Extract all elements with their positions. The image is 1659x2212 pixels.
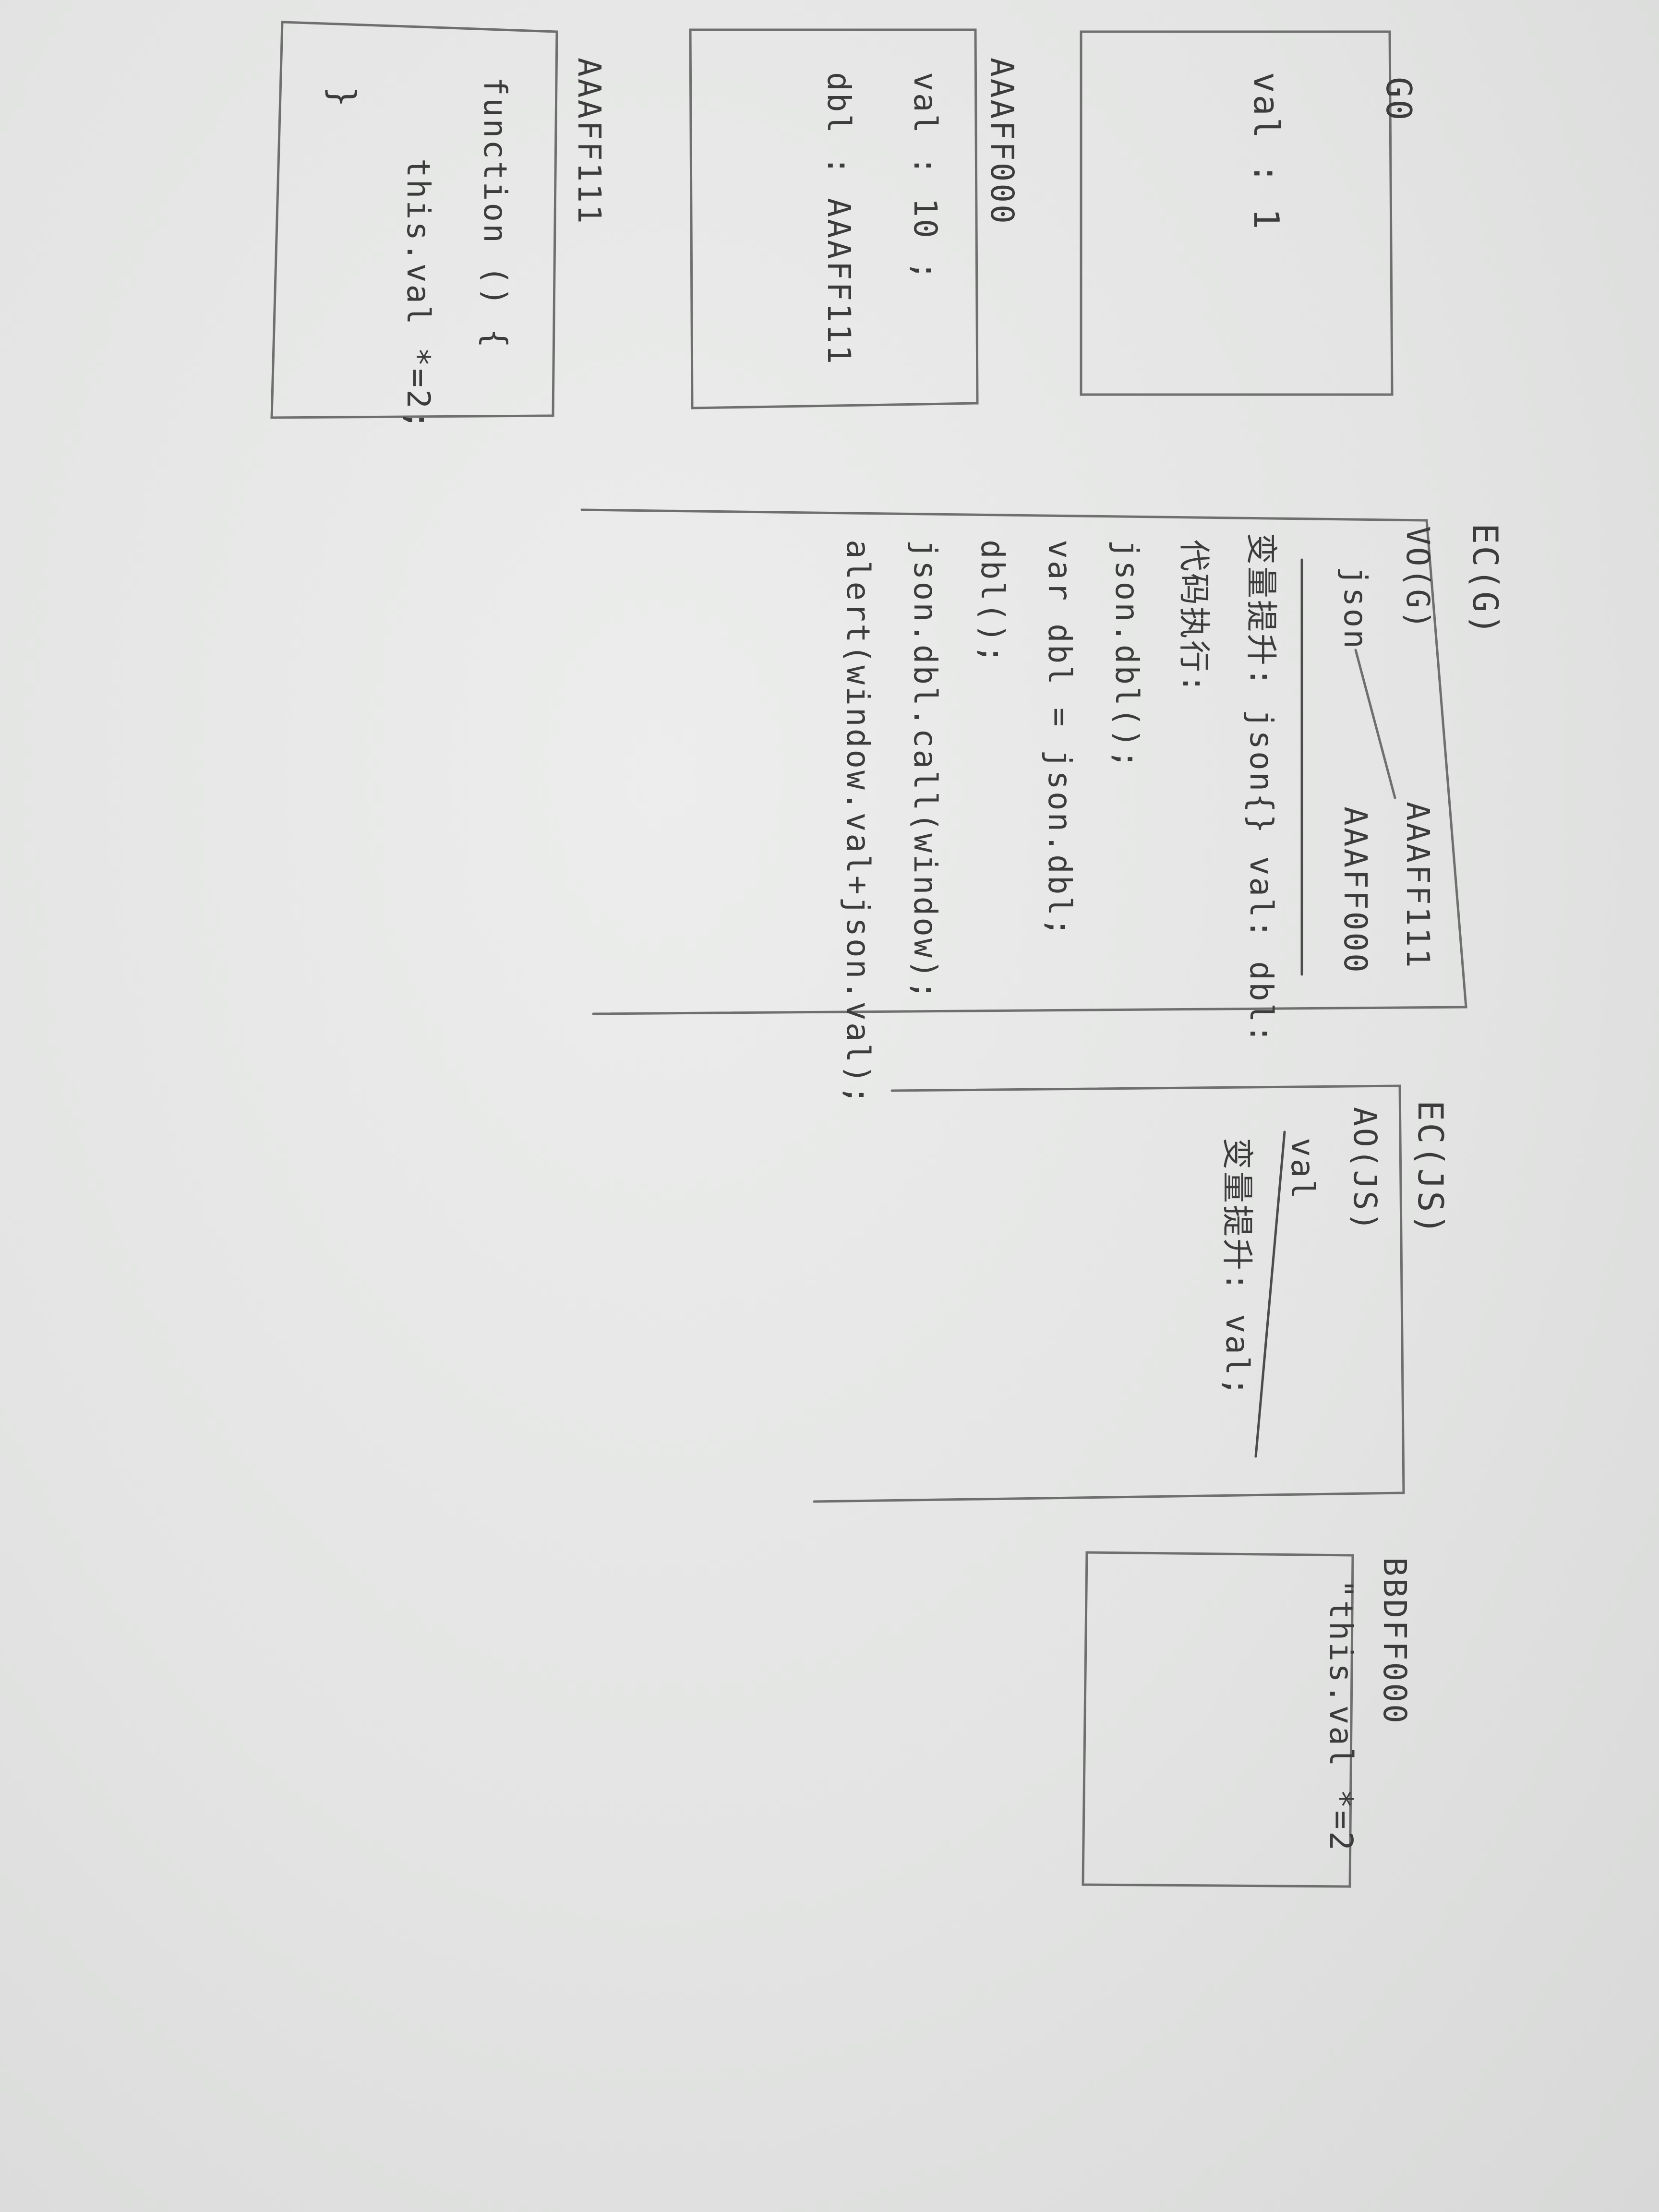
ec-global-code-line-4: var dbl = json.dbl; xyxy=(1041,540,1078,938)
ec-global-frame xyxy=(580,508,1467,1015)
ec-global-code-line-6: json.dbl.call(window); xyxy=(907,540,944,1002)
ec-global-code-line-7: alert(window.val+json.val); xyxy=(840,540,877,1106)
ec-global-code-line-2: 代码执行: xyxy=(1176,540,1213,695)
g0-box xyxy=(1080,30,1394,396)
ec-js-frame xyxy=(813,1084,1405,1503)
g0-content: val : 1 xyxy=(1246,72,1286,231)
g0-label: G0 xyxy=(1379,77,1419,122)
obj-aaaff000-dbl: dbl : AAAFF111 xyxy=(820,72,857,366)
func-bbdff000-label: BBDFF000 xyxy=(1376,1557,1413,1725)
func-aaaff111-line2: this.val *=2; xyxy=(400,158,437,432)
ec-global-title: EC(G) xyxy=(1465,523,1505,637)
func-bbdff000-box xyxy=(1082,1551,1354,1888)
ec-global-var-json: json xyxy=(1337,566,1374,650)
ec-js-var-val: val xyxy=(1284,1138,1321,1201)
obj-aaaff000-val: val : 10 ; xyxy=(907,72,944,282)
func-aaaff111-box xyxy=(270,21,558,419)
ec-global-code-line-5: dbl(); xyxy=(974,540,1011,666)
ec-global-code-line-3: json.dbl(); xyxy=(1108,540,1145,771)
ec-global-vo: VO(G) xyxy=(1399,526,1436,631)
func-aaaff111-label: AAAFF111 xyxy=(571,58,608,226)
func-bbdff000-content: "this.val *=2 xyxy=(1322,1579,1359,1852)
obj-aaaff000-label: AAAFF000 xyxy=(984,58,1021,226)
ec-js-code: 变量提升: val; xyxy=(1219,1138,1256,1398)
ec-js-divider xyxy=(1254,1130,1286,1458)
json-pointer-line xyxy=(1354,649,1396,799)
ec-js-title: EC(JS) xyxy=(1410,1100,1451,1237)
ec-global-code-line-1: 变量提升: json{} val: dbl: xyxy=(1243,533,1280,1046)
obj-aaaff000-box xyxy=(689,28,979,409)
ec-global-ptr1: AAAFF111 xyxy=(1399,802,1436,970)
ec-global-ptr2: AAAFF000 xyxy=(1337,806,1374,974)
func-aaaff111-line1: function () { xyxy=(477,77,514,350)
func-aaaff111-line3: } xyxy=(323,86,363,109)
ec-js-ao: AO(JS) xyxy=(1346,1107,1383,1233)
